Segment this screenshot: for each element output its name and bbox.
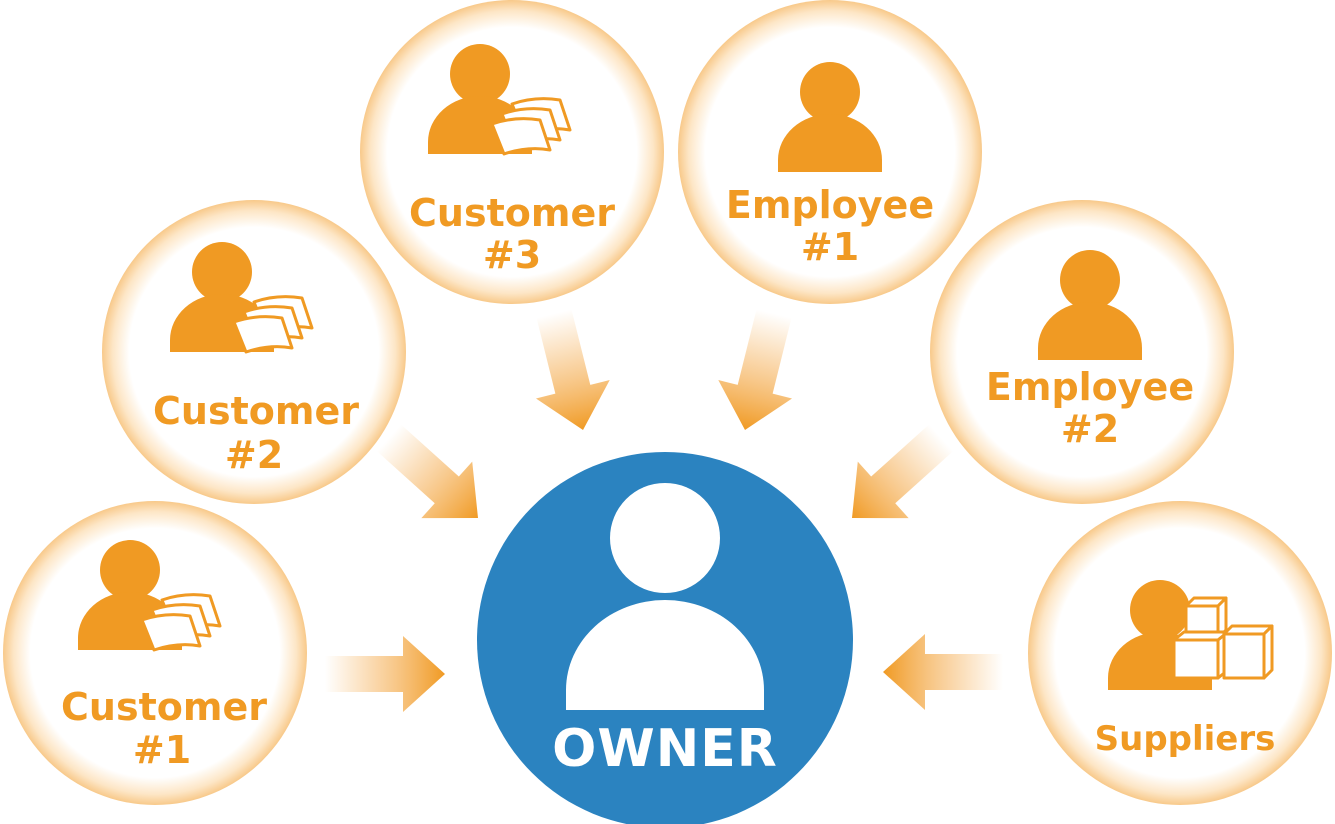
node-label-line1: Suppliers (1095, 719, 1276, 759)
arrow-employee-2 (826, 409, 967, 547)
node-label-line2: #3 (483, 233, 541, 277)
node-label-line2: #2 (1061, 407, 1119, 451)
node-circle (102, 200, 406, 504)
node-label-line1: Customer (61, 685, 267, 729)
node-customer-1: Customer #1 (3, 501, 307, 805)
arrow-suppliers (883, 634, 1003, 710)
node-circle (3, 501, 307, 805)
node-label-line1: Employee (986, 365, 1194, 409)
node-label-line2: #2 (225, 433, 283, 477)
node-label-line1: Employee (726, 183, 934, 227)
node-customer-2: Customer #2 (102, 200, 406, 504)
node-label-line1: Customer (153, 389, 359, 433)
node-customer-3: Customer #3 (360, 0, 664, 304)
person-icon (566, 483, 764, 710)
node-label-line1: Customer (409, 191, 615, 235)
node-owner: OWNER (477, 452, 853, 824)
node-employee-2: Employee #2 (930, 200, 1234, 504)
node-suppliers: Suppliers (1028, 501, 1332, 805)
node-employee-1: Employee #1 (678, 0, 982, 304)
arrow-customer-3 (517, 304, 620, 440)
owner-label: OWNER (552, 719, 778, 779)
arrow-employee-1 (708, 304, 811, 440)
node-label-line2: #1 (801, 225, 859, 269)
arrow-customer-1 (325, 636, 445, 712)
node-label-line2: #1 (133, 728, 191, 772)
